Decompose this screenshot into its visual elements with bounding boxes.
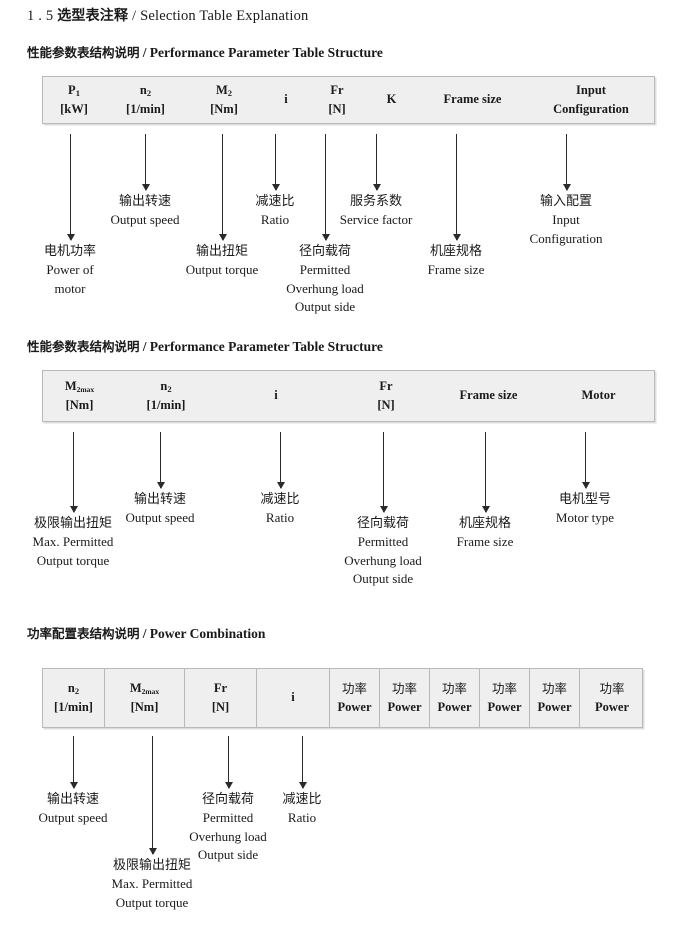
arrow-output-speed [73, 736, 74, 788]
arrow-ratio [302, 736, 303, 788]
section-heading-3: 功率配置表结构说明 / Power Combination [27, 623, 265, 642]
arrow-max-permitted-output-torque [73, 432, 74, 512]
annotation-frame-size: 机座规格 Frame size [427, 244, 485, 278]
column-header-m2max: M2max [Nm] [105, 669, 185, 727]
column-header-power-5: 功率 Power [530, 669, 580, 727]
annotation-permitted-overhung-load: 径向载荷 Permitted Overhung load Output side [286, 244, 364, 315]
arrow-permitted-overhung-load [383, 432, 384, 512]
annotation-ratio: 减速比 Ratio [282, 792, 322, 826]
arrow-motor-type [585, 432, 586, 488]
section-heading-3-en: Power Combination [149, 626, 266, 641]
column-header-i: i [284, 92, 288, 107]
annotation-service-factor: 服务系数 Service factor [339, 194, 413, 228]
column-header-frame-size: Frame size [443, 92, 502, 107]
annotation-power-of-motor: 电机功率 Power of motor [43, 244, 97, 296]
column-header-fr: Fr [N] [328, 82, 346, 116]
column-header-power-6: 功率 Power [594, 680, 629, 714]
arrow-service-factor [376, 134, 377, 190]
section-heading-1-cn: 性能参数表结构说明 [27, 45, 140, 60]
page-title: 1 . 5 选型表注释 / Selection Table Explanatio… [27, 5, 309, 25]
annotation-output-speed: 输出转速 Output speed [38, 792, 108, 826]
section-heading-1-en: Performance Parameter Table Structure [149, 45, 383, 60]
arrow-permitted-overhung-load [325, 134, 326, 240]
column-header-n2: n2 [1/min] [43, 669, 105, 727]
section-heading-1-sep: / [142, 45, 147, 60]
page-title-en: Selection Table Explanation [140, 8, 309, 24]
column-header-n2: n2 [1/min] [146, 378, 186, 412]
column-header-p1: P1 [kW] [60, 82, 88, 116]
performance-parameter-table-1: P1 [kW] n2 [1/min] M2 [Nm] i Fr [N] K Fr… [42, 76, 655, 124]
arrow-power-of-motor [70, 134, 71, 240]
section-heading-1: 性能参数表结构说明 / Performance Parameter Table … [27, 42, 383, 61]
column-header-n2: n2 [1/min] [126, 82, 165, 116]
arrow-ratio [275, 134, 276, 190]
annotation-output-torque: 输出扭矩 Output torque [185, 244, 259, 278]
arrow-frame-size [485, 432, 486, 512]
arrow-output-torque [222, 134, 223, 240]
arrow-ratio [280, 432, 281, 488]
power-combination-table: n2 [1/min] M2max [Nm] Fr [N] i 功率 Power … [42, 668, 643, 728]
column-header-input-configuration: Input Configuration [553, 82, 629, 116]
column-header-power-4: 功率 Power [480, 669, 530, 727]
annotation-permitted-overhung-load: 径向载荷 Permitted Overhung load Output side [189, 792, 267, 863]
annotation-permitted-overhung-load: 径向载荷 Permitted Overhung load Output side [344, 516, 422, 587]
section-heading-3-cn: 功率配置表结构说明 [27, 626, 140, 641]
column-header-i: i [257, 669, 330, 727]
section-heading-2-sep: / [142, 339, 147, 354]
annotation-max-permitted-output-torque: 极限输出扭矩 Max. Permitted Output torque [32, 516, 114, 568]
annotation-input-configuration: 输入配置 Input Configuration [529, 194, 603, 246]
column-header-power-2: 功率 Power [380, 669, 430, 727]
column-header-k: K [386, 92, 397, 107]
arrow-permitted-overhung-load [228, 736, 229, 788]
section-heading-2-cn: 性能参数表结构说明 [27, 339, 140, 354]
annotation-output-speed: 输出转速 Output speed [110, 194, 180, 228]
section-heading-2: 性能参数表结构说明 / Performance Parameter Table … [27, 336, 383, 355]
annotation-ratio: 减速比 Ratio [260, 492, 300, 526]
column-header-power-3: 功率 Power [430, 669, 480, 727]
performance-parameter-table-2: M2max [Nm] n2 [1/min] i Fr [N] Frame siz… [42, 370, 655, 422]
section-heading-3-sep: / [142, 626, 147, 641]
column-header-i: i [274, 388, 278, 403]
annotation-motor-type: 电机型号 Motor type [555, 492, 615, 526]
annotation-frame-size: 机座规格 Frame size [456, 516, 514, 550]
section-number: 1 . 5 [27, 8, 54, 24]
column-header-m2max: M2max [Nm] [64, 378, 95, 412]
page-title-cn: 选型表注释 [57, 8, 129, 24]
arrow-output-speed [160, 432, 161, 488]
column-header-fr: Fr [N] [185, 669, 257, 727]
arrow-output-speed [145, 134, 146, 190]
column-header-m2: M2 [Nm] [210, 82, 238, 116]
section-heading-2-en: Performance Parameter Table Structure [149, 339, 383, 354]
arrow-frame-size [456, 134, 457, 240]
annotation-max-permitted-output-torque: 极限输出扭矩 Max. Permitted Output torque [111, 858, 193, 910]
arrow-input-configuration [566, 134, 567, 190]
column-header-frame-size: Frame size [459, 388, 518, 403]
annotation-output-speed: 输出转速 Output speed [125, 492, 195, 526]
column-header-fr: Fr [N] [377, 378, 395, 412]
arrow-max-permitted-output-torque [152, 736, 153, 854]
column-header-power-1: 功率 Power [330, 669, 380, 727]
column-header-motor: Motor [581, 388, 616, 403]
annotation-ratio: 减速比 Ratio [255, 194, 295, 228]
title-separator: / [132, 8, 137, 24]
